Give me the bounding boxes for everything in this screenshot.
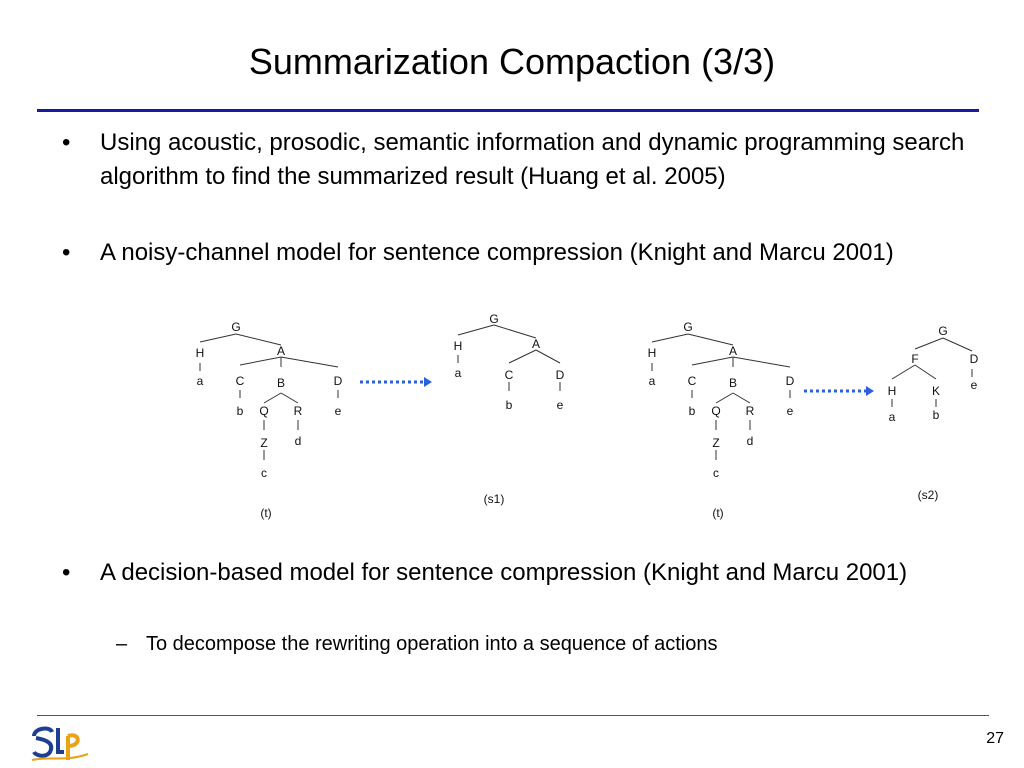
node-Q: Q <box>259 404 268 418</box>
node-G: G <box>231 320 240 334</box>
node-a: a <box>197 374 204 388</box>
node-a: a <box>649 374 656 388</box>
bullet-marker: • <box>62 129 71 156</box>
bullet-marker: • <box>62 559 71 586</box>
title-divider <box>37 109 979 112</box>
node-G: G <box>938 324 947 338</box>
node-A: A <box>729 344 737 358</box>
node-C: C <box>236 374 245 388</box>
node-Z: Z <box>260 436 267 450</box>
node-c: c <box>713 466 719 480</box>
node-C: C <box>688 374 697 388</box>
tree-diagram: G H A a C B D b Q R e Z d c (t) G H A a … <box>196 312 979 520</box>
node-Q: Q <box>711 404 720 418</box>
node-C: C <box>505 368 514 382</box>
footer-divider <box>37 715 989 716</box>
node-b: b <box>506 398 513 412</box>
tree-s2: G F D e H K a b (s2) <box>888 324 979 502</box>
node-D: D <box>786 374 795 388</box>
node-H: H <box>888 384 897 398</box>
tree-s1: G H A a C D b e (s1) <box>454 312 565 506</box>
node-d: d <box>295 434 302 448</box>
bullet-marker: • <box>62 239 71 266</box>
node-e: e <box>335 404 342 418</box>
bullet-item-2: • A noisy-channel model for sentence com… <box>62 236 972 270</box>
bullet-text: A decision-based model for sentence comp… <box>100 559 908 586</box>
node-K: K <box>932 384 940 398</box>
node-a: a <box>455 366 462 380</box>
sub-bullet-marker: – <box>116 633 128 655</box>
arrow-2 <box>804 386 874 396</box>
node-D: D <box>970 352 979 366</box>
caption-t: (t) <box>712 506 723 520</box>
node-d: d <box>747 434 754 448</box>
node-R: R <box>746 404 755 418</box>
bullet-item-1: • Using acoustic, prosodic, semantic inf… <box>62 126 972 194</box>
caption-s1: (s1) <box>484 492 505 506</box>
node-F: F <box>911 352 918 366</box>
node-e: e <box>787 404 794 418</box>
node-e: e <box>971 378 978 392</box>
node-B: B <box>729 376 737 390</box>
node-H: H <box>454 339 463 353</box>
bullet-text: Using acoustic, prosodic, semantic infor… <box>100 129 965 190</box>
bullet-item-3: • A decision-based model for sentence co… <box>62 556 972 590</box>
node-A: A <box>277 344 285 358</box>
bullet-text: A noisy-channel model for sentence compr… <box>100 239 894 266</box>
node-e: e <box>557 398 564 412</box>
arrow-1 <box>360 377 432 387</box>
node-B: B <box>277 376 285 390</box>
node-G: G <box>683 320 692 334</box>
node-D: D <box>334 374 343 388</box>
node-H: H <box>648 346 657 360</box>
sub-bullet-text: To decompose the rewriting operation int… <box>146 633 718 655</box>
node-A: A <box>532 337 540 351</box>
caption-t: (t) <box>260 506 271 520</box>
caption-s2: (s2) <box>918 488 939 502</box>
node-H: H <box>196 346 205 360</box>
node-a: a <box>889 410 896 424</box>
slide-title: Summarization Compaction (3/3) <box>248 41 776 82</box>
tree-t-2: G H A a C B D b Q R e Z d c (t) <box>648 320 795 520</box>
node-b: b <box>689 404 696 418</box>
tree-t-1: G H A a C B D b Q R e Z d c (t) <box>196 320 343 520</box>
node-b: b <box>237 404 244 418</box>
node-G: G <box>489 312 498 326</box>
slp-logo <box>31 726 89 761</box>
node-R: R <box>294 404 303 418</box>
node-Z: Z <box>712 436 719 450</box>
node-D: D <box>556 368 565 382</box>
page-number: 27 <box>986 730 1004 747</box>
sub-bullet-item-1: – To decompose the rewriting operation i… <box>116 630 976 658</box>
node-c: c <box>261 466 267 480</box>
node-b: b <box>933 408 940 422</box>
